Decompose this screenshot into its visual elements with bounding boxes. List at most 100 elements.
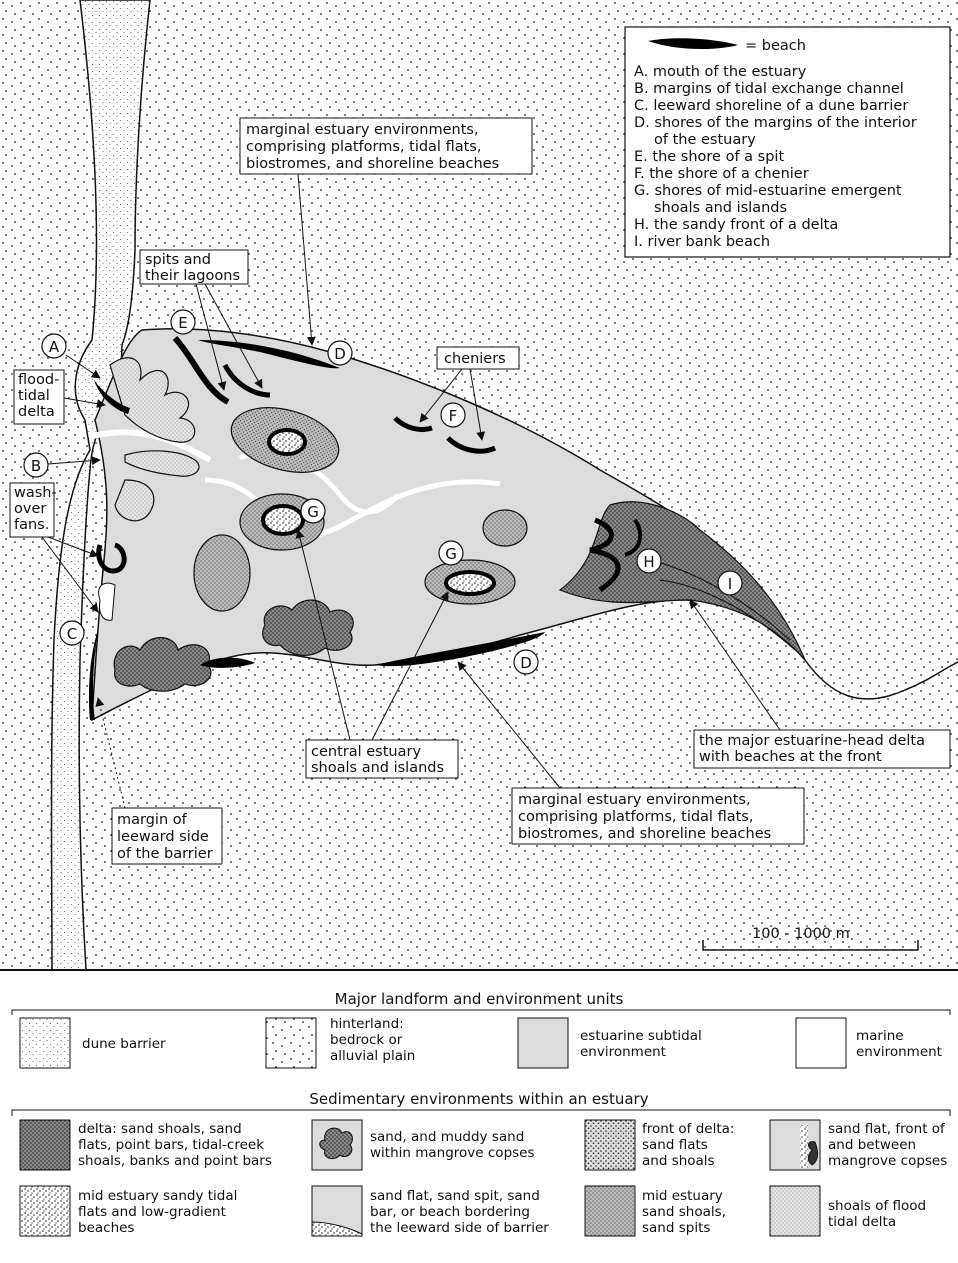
svg-text:the major estuarine-head delta: the major estuarine-head delta [699, 733, 925, 749]
island-beach [263, 506, 303, 534]
swatch-estuarine-subtidal [518, 1018, 568, 1068]
svg-text:sand flat, sand spit, sand: sand flat, sand spit, sand [370, 1188, 540, 1204]
svg-text:D: D [520, 654, 532, 672]
svg-text:shoals and islands: shoals and islands [311, 760, 444, 776]
svg-text:bedrock or: bedrock or [330, 1032, 403, 1048]
svg-text:delta: delta [18, 404, 55, 420]
svg-text:tidal: tidal [18, 388, 50, 404]
key-item: G. shores of mid-estuarine emergent [634, 183, 902, 199]
svg-text:their lagoons: their lagoons [145, 268, 240, 284]
marker-f: F [441, 403, 465, 427]
svg-text:sand flats: sand flats [642, 1137, 708, 1153]
svg-text:margin of: margin of [117, 812, 188, 828]
svg-text:front of delta:: front of delta: [642, 1121, 734, 1137]
swatch-mid-estuary-sandy [20, 1186, 70, 1236]
key-item: A. mouth of the estuary [634, 64, 807, 80]
mid-shoal [483, 510, 527, 546]
svg-text:sand shoals,: sand shoals, [642, 1204, 726, 1220]
island-beach [269, 430, 305, 454]
svg-text:D: D [334, 345, 346, 363]
svg-text:cheniers: cheniers [444, 351, 506, 367]
svg-text:comprising platforms, tidal fl: comprising platforms, tidal flats, [518, 809, 753, 825]
svg-text:bar, or beach bordering: bar, or beach bordering [370, 1204, 530, 1220]
svg-text:sand spits: sand spits [642, 1220, 710, 1236]
svg-text:I: I [728, 575, 732, 593]
svg-text:G: G [445, 545, 457, 563]
svg-text:of the barrier: of the barrier [117, 846, 213, 862]
marker-h: H [637, 549, 661, 573]
svg-text:flood-: flood- [18, 372, 59, 388]
swatch-front-delta [585, 1120, 635, 1170]
svg-text:biostromes, and shoreline beac: biostromes, and shoreline beaches [246, 156, 499, 172]
svg-text:A: A [49, 338, 60, 356]
svg-text:spits and: spits and [145, 252, 211, 268]
map-panel: = beach A. mouth of the estuary B. margi… [0, 0, 958, 970]
svg-text:environment: environment [856, 1044, 942, 1060]
marker-c: C [60, 621, 84, 645]
svg-text:flats, point bars, tidal-creek: flats, point bars, tidal-creek [78, 1137, 264, 1153]
key-item: shoals and islands [654, 200, 787, 216]
key-item: of the estuary [654, 132, 756, 148]
svg-text:central estuary: central estuary [311, 744, 421, 760]
marker-e: E [171, 310, 195, 334]
key-item: C. leeward shoreline of a dune barrier [634, 98, 908, 114]
svg-text:mid estuary sandy tidal: mid estuary sandy tidal [78, 1188, 237, 1204]
swatch-hinterland [266, 1018, 316, 1068]
svg-text:leeward side: leeward side [117, 829, 209, 845]
marker-d: D [328, 341, 352, 365]
svg-text:estuarine subtidal: estuarine subtidal [580, 1028, 702, 1044]
swatch-delta [20, 1120, 70, 1170]
svg-text:hinterland:: hinterland: [330, 1016, 404, 1032]
svg-text:B: B [31, 457, 41, 475]
svg-text:shoals of flood: shoals of flood [828, 1198, 926, 1214]
key-beach-eq: = beach [745, 38, 806, 54]
island-beach [446, 572, 494, 594]
marker-d: D [514, 650, 538, 674]
svg-text:shoals, banks and point bars: shoals, banks and point bars [78, 1153, 272, 1169]
legend-sed-title: Sedimentary environments within an estua… [309, 1090, 648, 1108]
swatch-marine [796, 1018, 846, 1068]
svg-text:mangrove copses: mangrove copses [828, 1153, 947, 1169]
swatch-mid-sand-shoals [585, 1186, 635, 1236]
svg-text:F: F [449, 407, 458, 425]
svg-text:delta: sand shoals, sand: delta: sand shoals, sand [78, 1121, 242, 1137]
svg-text:H: H [643, 553, 654, 571]
svg-text:fans.: fans. [14, 517, 49, 533]
key-item: D. shores of the margins of the interior [634, 115, 917, 131]
svg-text:beaches: beaches [78, 1220, 134, 1236]
svg-text:the leeward side of barrier: the leeward side of barrier [370, 1220, 549, 1236]
key-item: I. river bank beach [634, 234, 770, 250]
svg-text:within mangrove copses: within mangrove copses [370, 1145, 535, 1161]
svg-text:biostromes, and shoreline beac: biostromes, and shoreline beaches [518, 826, 771, 842]
key-box: = beach A. mouth of the estuary B. margi… [625, 27, 950, 257]
svg-text:marginal estuary environments,: marginal estuary environments, [246, 122, 479, 138]
svg-text:and between: and between [828, 1137, 916, 1153]
svg-text:flats and low-gradient: flats and low-gradient [78, 1204, 226, 1220]
svg-text:tidal delta: tidal delta [828, 1214, 896, 1230]
marker-g: G [301, 499, 325, 523]
svg-text:comprising platforms, tidal fl: comprising platforms, tidal flats, [246, 139, 481, 155]
legend-major-title: Major landform and environment units [335, 990, 624, 1008]
svg-text:G: G [307, 503, 319, 521]
svg-text:E: E [178, 314, 187, 332]
mid-shoal [194, 535, 250, 611]
svg-text:C: C [67, 625, 77, 643]
key-item: F. the shore of a chenier [634, 166, 809, 182]
svg-text:and shoals: and shoals [642, 1153, 715, 1169]
key-item: B. margins of tidal exchange channel [634, 81, 904, 97]
key-item: H. the sandy front of a delta [634, 217, 838, 233]
svg-text:environment: environment [580, 1044, 666, 1060]
marker-i: I [718, 571, 742, 595]
svg-text:sand, and muddy sand: sand, and muddy sand [370, 1129, 524, 1145]
washover-fan [99, 583, 115, 620]
svg-text:sand flat, front of: sand flat, front of [828, 1121, 946, 1137]
marker-g: G [439, 541, 463, 565]
svg-text:marine: marine [856, 1028, 904, 1044]
svg-text:over: over [14, 501, 46, 517]
svg-text:marginal estuary environments,: marginal estuary environments, [518, 792, 751, 808]
svg-text:with beaches at the front: with beaches at the front [699, 749, 882, 765]
key-item: E. the shore of a spit [634, 149, 784, 165]
svg-text:alluvial plain: alluvial plain [330, 1048, 415, 1064]
svg-text:wash-: wash- [14, 485, 57, 501]
marker-b: B [24, 453, 48, 477]
